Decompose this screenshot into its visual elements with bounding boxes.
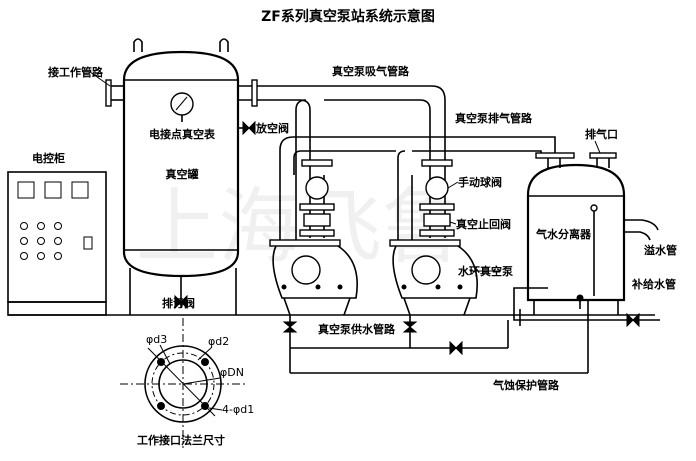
suction-header-pipe	[238, 79, 446, 175]
work-interface-pipe	[89, 71, 124, 107]
vacuum-check-valve-label: 真空止回阀	[456, 217, 511, 231]
control-cabinet	[7, 171, 107, 316]
vacuum-tank-label: 真空罐	[166, 167, 199, 181]
flange-d3-label: φd3	[146, 333, 167, 346]
exhaust-pipe-label: 真空泵排气管路	[455, 111, 533, 125]
makeup-water-pipe	[513, 287, 660, 328]
flange-dn-label: φDN	[220, 366, 244, 379]
exhaust-port-label: 排气口	[585, 127, 618, 141]
drain-valve-label: 排污阀	[162, 296, 195, 310]
gas-water-separator-label: 气水分离器	[535, 227, 592, 241]
manual-ball-valve-label: 手动球阀	[458, 175, 502, 189]
overflow-pipe-label: 溢水管	[644, 243, 677, 257]
contact-vacuum-gauge-label: 电接点真空表	[149, 127, 216, 141]
makeup-water-pipe-label: 补给水管	[631, 277, 676, 291]
gas-water-separator	[526, 152, 659, 315]
work-interface-pipe-label: 接工作管路	[48, 65, 104, 79]
vent-valve-icon	[238, 120, 256, 136]
vent-valve-label: 放空阀	[255, 121, 289, 135]
exhaust-header-pipe	[279, 136, 556, 175]
flange-holes-label: 4-φd1	[222, 403, 254, 416]
pump-water-supply-pipe	[282, 315, 509, 356]
flange-caption: 工作接口法兰尺寸	[137, 433, 225, 447]
drain-valve-icon	[174, 294, 188, 310]
control-cabinet-label: 电控柜	[32, 151, 65, 165]
pump-unit-1	[269, 159, 358, 316]
vacuum-tank	[122, 38, 240, 315]
flange-detail	[120, 318, 246, 448]
cavitation-protection-pipe	[289, 300, 589, 374]
cavitation-protection-pipe-label: 气蚀保护管路	[492, 378, 560, 392]
vacuum-gauge-icon	[170, 92, 194, 122]
pump-water-supply-pipe-label: 真空泵供水管路	[318, 322, 396, 336]
flange-d2-label: φd2	[208, 335, 229, 348]
diagram-title: ZF系列真空泵站系统示意图	[261, 8, 435, 25]
suction-pipe-label: 真空泵吸气管路	[332, 64, 410, 78]
